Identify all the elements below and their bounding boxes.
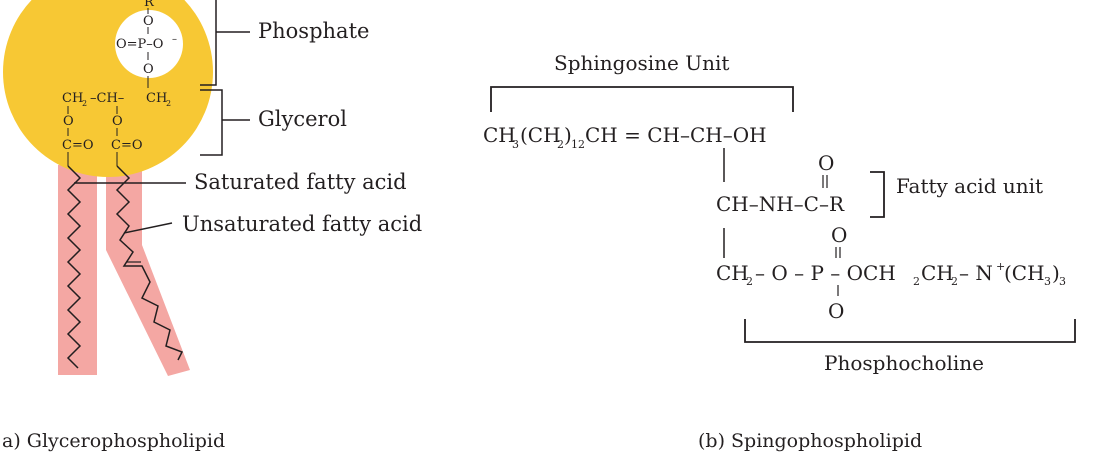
svg-text:2: 2 bbox=[951, 275, 958, 288]
svg-text:3: 3 bbox=[1059, 275, 1066, 288]
glycerol-ch2-left-text: CH bbox=[62, 91, 83, 106]
r-group-text: R bbox=[144, 0, 155, 10]
svg-text:3: 3 bbox=[512, 138, 519, 151]
unsaturated-fatty-acid-label: Unsaturated fatty acid bbox=[182, 212, 423, 236]
phosphocholine-label: Phosphocholine bbox=[824, 351, 984, 375]
ester-o-left-text: O bbox=[63, 114, 74, 129]
phosphate-o-bottom-text: O bbox=[143, 62, 154, 77]
phosphate-highlight-circle bbox=[115, 10, 183, 78]
sphingophospholipid-caption: (b) Spingophospholipid bbox=[698, 430, 923, 452]
svg-text:2: 2 bbox=[913, 275, 920, 288]
glycerol-label: Glycerol bbox=[258, 107, 347, 131]
ester-carbonyl-left-text: C=O bbox=[62, 138, 94, 153]
svg-text:+: + bbox=[996, 260, 1005, 273]
svg-text:2: 2 bbox=[166, 99, 171, 108]
phosphate-o-top-text: O bbox=[831, 223, 847, 247]
svg-text:): ) bbox=[564, 123, 572, 147]
sphingosine-formula: CH 3 (CH 2 ) 12 CH = CH–CH–OH bbox=[483, 123, 767, 151]
svg-text:): ) bbox=[1052, 261, 1060, 285]
saturated-chain bbox=[66, 165, 82, 369]
sphingosine-bracket bbox=[490, 86, 794, 112]
svg-text:CH: CH bbox=[483, 123, 516, 147]
glycerol-ch-text: –CH– bbox=[90, 91, 124, 106]
svg-text:3: 3 bbox=[1044, 275, 1051, 288]
svg-text:2: 2 bbox=[746, 275, 753, 288]
svg-text:12: 12 bbox=[571, 138, 585, 151]
phosphate-bracket bbox=[200, 0, 217, 86]
glycerol-ch2-right-text: CH bbox=[146, 91, 167, 106]
carbonyl-o-text: O bbox=[818, 151, 834, 175]
svg-text:(CH: (CH bbox=[1004, 261, 1045, 285]
svg-text:2: 2 bbox=[82, 99, 87, 108]
polar-head-circle bbox=[3, 0, 213, 177]
glycerophospholipid-caption: a) Glycerophospholipid bbox=[2, 430, 226, 452]
svg-text:CH: CH bbox=[921, 261, 954, 285]
svg-text:(CH: (CH bbox=[520, 123, 561, 147]
fatty-acid-unit-label: Fatty acid unit bbox=[896, 174, 1043, 198]
glycerophospholipid-figure: R O O=P–O – O CH 2 –CH– CH 2 O O C=O C=O bbox=[3, 0, 250, 376]
sphingophospholipid-figure: Sphingosine Unit CH 3 (CH 2 ) 12 CH = CH… bbox=[483, 51, 1076, 375]
ester-o-right-text: O bbox=[112, 114, 123, 129]
glycerol-bracket bbox=[200, 89, 223, 156]
phosphate-minus-text: – bbox=[172, 34, 177, 45]
svg-text:CH: CH bbox=[716, 261, 749, 285]
phosphocholine-formula: CH 2 – O – P – OCH 2 CH 2 – N + (CH 3 ) … bbox=[716, 260, 1066, 288]
phosphate-row-text: O=P–O bbox=[116, 37, 163, 52]
svg-text:– N: – N bbox=[959, 261, 993, 285]
fatty-acid-bracket bbox=[870, 171, 885, 218]
amide-row-text: CH–NH–C–R bbox=[716, 192, 845, 216]
unsaturated-tail-band bbox=[106, 165, 190, 376]
svg-text:2: 2 bbox=[557, 138, 564, 151]
phosphate-label: Phosphate bbox=[258, 19, 370, 43]
unsaturated-pointer bbox=[123, 222, 173, 234]
svg-text:CH = CH–CH–OH: CH = CH–CH–OH bbox=[585, 123, 767, 147]
ester-carbonyl-right-text: C=O bbox=[111, 138, 143, 153]
phosphocholine-bracket bbox=[744, 319, 1076, 343]
sphingosine-unit-label: Sphingosine Unit bbox=[554, 51, 729, 75]
saturated-fatty-acid-label: Saturated fatty acid bbox=[194, 170, 407, 194]
saturated-tail-band bbox=[58, 165, 97, 375]
unsaturated-chain bbox=[115, 165, 184, 361]
phosphate-o-bottom-text: O bbox=[828, 299, 844, 323]
phosphate-o-top-text: O bbox=[143, 14, 154, 29]
svg-text:– O – P – OCH: – O – P – OCH bbox=[755, 261, 896, 285]
